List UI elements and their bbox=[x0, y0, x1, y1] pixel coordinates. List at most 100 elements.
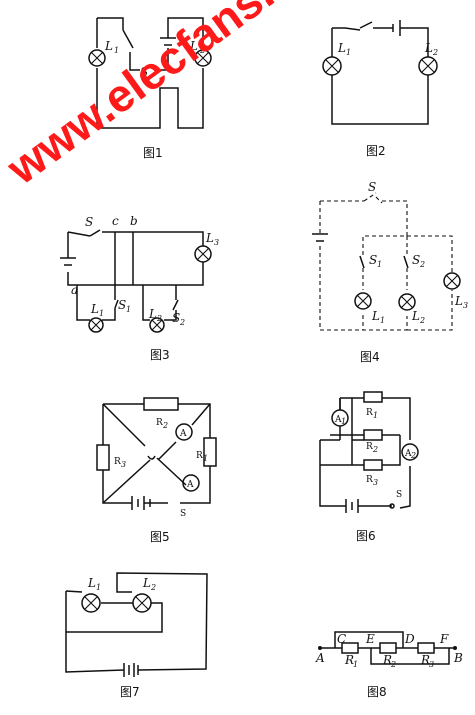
figure-8: C E D F A B R 1 R 2 R 3 图8 bbox=[315, 631, 463, 699]
label-sub-1: 1 bbox=[380, 316, 385, 325]
terminal-a bbox=[318, 646, 322, 650]
node-D: D bbox=[404, 632, 415, 646]
label-S: S bbox=[85, 215, 93, 229]
node-E: E bbox=[365, 632, 375, 646]
label-sub-3: 3 bbox=[463, 301, 468, 310]
node-F: F bbox=[439, 632, 449, 646]
node-c: c bbox=[112, 214, 119, 228]
lamp-icon bbox=[398, 293, 416, 311]
label-sub-1: 1 bbox=[114, 46, 119, 55]
label-sub-3: 3 bbox=[214, 238, 219, 247]
label-sub-2: 2 bbox=[419, 260, 425, 269]
resistor-r3 bbox=[363, 459, 383, 471]
lamp-icon bbox=[149, 317, 165, 333]
lamp-icon bbox=[322, 56, 342, 76]
label-L: L bbox=[411, 309, 420, 323]
label-L: L bbox=[424, 41, 433, 55]
ammeter-label: A bbox=[179, 429, 187, 439]
lamp-icon bbox=[88, 49, 106, 67]
label-S: S bbox=[118, 298, 126, 312]
figure-5: A A R 2 R 3 R 1 S 图5 bbox=[96, 397, 217, 544]
label-L: L bbox=[90, 302, 99, 316]
label-sub-1: 1 bbox=[99, 309, 104, 318]
figure-caption: 图4 bbox=[360, 350, 380, 364]
figure-caption: 图5 bbox=[150, 530, 170, 544]
label-sub-2: 2 bbox=[390, 660, 396, 669]
label-sub-2: 2 bbox=[199, 46, 205, 55]
switch-icon bbox=[389, 503, 395, 509]
lamp-icon bbox=[443, 272, 461, 290]
lamp-icon bbox=[81, 593, 101, 613]
resistor-r2 bbox=[363, 429, 383, 441]
resistor-r1 bbox=[341, 642, 359, 654]
ammeter-sub-2: 2 bbox=[410, 451, 416, 460]
resistor-r1 bbox=[363, 391, 383, 403]
label-L: L bbox=[337, 41, 346, 55]
terminal-B-label: B bbox=[453, 651, 463, 665]
label-R: R bbox=[366, 475, 373, 485]
label-R: R bbox=[366, 442, 373, 452]
figure-2: L 1 L 2 图2 bbox=[322, 20, 438, 158]
label-sub-2: 2 bbox=[150, 583, 156, 592]
terminal-A-label: A bbox=[315, 651, 325, 665]
label-L: L bbox=[205, 231, 214, 245]
label-R: R bbox=[366, 408, 373, 418]
lamp-icon bbox=[354, 292, 372, 310]
figure-7: L 1 L 2 图7 bbox=[65, 572, 208, 699]
resistor-r3 bbox=[96, 444, 110, 471]
figure-1: L 1 S L 2 图1 bbox=[88, 17, 212, 160]
figure-caption: 图2 bbox=[366, 144, 386, 158]
label-L: L bbox=[148, 307, 157, 321]
label-L: L bbox=[371, 309, 380, 323]
label-S: S bbox=[369, 253, 377, 267]
label-sub-3: 3 bbox=[373, 478, 378, 487]
terminal-b bbox=[453, 646, 457, 650]
lamp-icon bbox=[194, 49, 212, 67]
label-sub-1: 1 bbox=[126, 305, 131, 314]
lamp-icon bbox=[88, 317, 104, 333]
lamp-icon bbox=[132, 593, 152, 613]
label-sub-1: 1 bbox=[377, 260, 382, 269]
figure-3: S c b L 3 a L 1 S 1 L 2 S 2 图3 bbox=[60, 214, 219, 362]
label-S: S bbox=[140, 65, 148, 79]
label-S: S bbox=[412, 253, 420, 267]
label-sub-1: 1 bbox=[96, 583, 101, 592]
label-L: L bbox=[454, 294, 463, 308]
switch-label: S bbox=[180, 509, 186, 519]
label-R: R bbox=[344, 653, 354, 667]
resistor-r3 bbox=[417, 642, 435, 654]
ammeter-icon bbox=[182, 474, 200, 492]
label-sub-3: 3 bbox=[121, 460, 126, 469]
label-sub-2: 2 bbox=[419, 316, 425, 325]
figure-6: A 1 R 1 R 2 A 2 R 3 S 图6 bbox=[319, 391, 419, 543]
figure-caption: 图6 bbox=[356, 529, 376, 543]
label-R: R bbox=[156, 418, 163, 428]
figure-caption: 图8 bbox=[367, 685, 387, 699]
label-sub-2: 2 bbox=[372, 445, 378, 454]
ammeter-label: A bbox=[404, 449, 412, 459]
figure-4: S S 1 S 2 L 1 L 2 L 3 图4 bbox=[312, 180, 468, 364]
ammeter-icon bbox=[331, 409, 349, 427]
label-sub-1: 1 bbox=[346, 48, 351, 57]
label-sub-3: 3 bbox=[429, 660, 434, 669]
label-L: L bbox=[189, 39, 198, 53]
switch-label: S bbox=[396, 490, 402, 500]
node-a: a bbox=[71, 283, 78, 297]
resistor-r1 bbox=[203, 437, 217, 467]
label-R: R bbox=[382, 653, 392, 667]
label-L: L bbox=[87, 576, 96, 590]
label-sub-2: 2 bbox=[432, 48, 438, 57]
figure-caption: 图1 bbox=[143, 146, 163, 160]
label-sub-2: 2 bbox=[179, 318, 185, 327]
label-sub-2: 2 bbox=[162, 421, 168, 430]
label-sub-1: 1 bbox=[353, 660, 358, 669]
label-sub-2: 2 bbox=[156, 314, 162, 323]
label-S: S bbox=[368, 180, 376, 194]
label-sub-1: 1 bbox=[203, 454, 208, 463]
node-C: C bbox=[337, 632, 346, 646]
label-L: L bbox=[142, 576, 151, 590]
resistor-r2 bbox=[143, 397, 179, 411]
lamp-icon bbox=[194, 245, 212, 263]
node-b: b bbox=[130, 214, 138, 228]
